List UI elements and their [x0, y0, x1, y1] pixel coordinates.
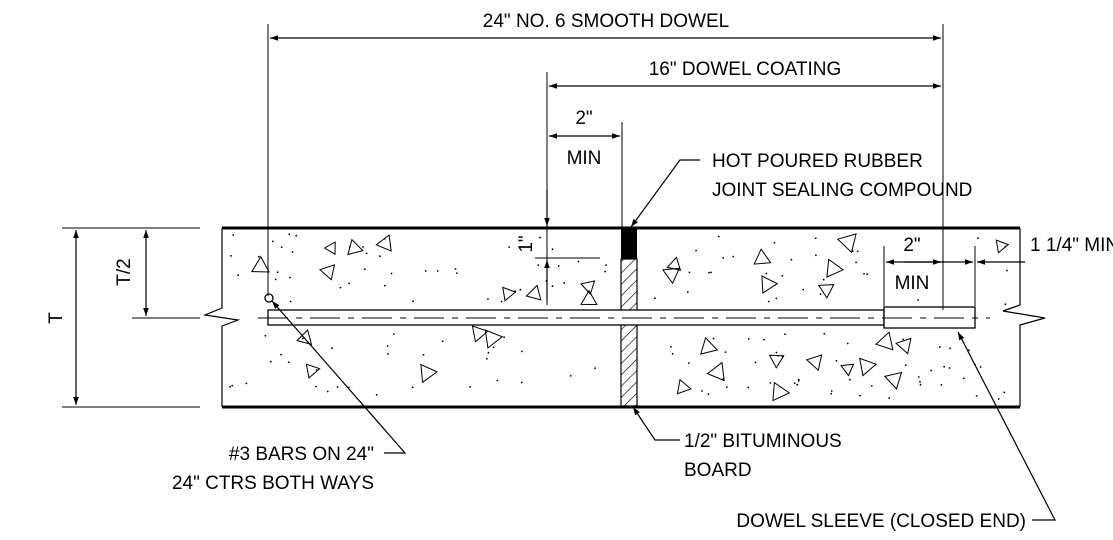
- label-sealant-line2: JOINT SEALING COMPOUND: [712, 180, 972, 201]
- label-thickness: T: [46, 312, 67, 324]
- label-bars-line1: #3 BARS ON 24": [229, 444, 374, 465]
- label-sealant-line1: HOT POURED RUBBER: [712, 151, 923, 172]
- leader-bars: [271, 300, 407, 454]
- label-board-line2: BOARD: [684, 460, 752, 481]
- bituminous-board: [620, 258, 638, 407]
- contraction-joint: [620, 229, 638, 407]
- hot-poured-sealant: [621, 229, 637, 259]
- label-bars-line2: 24" CTRS BOTH WAYS: [172, 473, 374, 494]
- label-sleeve-gap: 1 1/4" MIN: [1030, 235, 1113, 256]
- label-1in: 1": [516, 235, 537, 252]
- left-break-line: [202, 228, 241, 407]
- label-board-line1: 1/2" BITUMINOUS: [684, 431, 842, 452]
- label-dowel-length: 24" NO. 6 SMOOTH DOWEL: [483, 11, 729, 32]
- label-min-right: MIN: [895, 273, 930, 294]
- transverse-bar-section: [264, 293, 274, 303]
- label-2in-left: 2": [575, 108, 592, 129]
- label-min-left: MIN: [567, 148, 602, 169]
- right-break-line: [1002, 228, 1046, 407]
- leader-sleeve: [957, 331, 1056, 521]
- dimension-lines: [73, 35, 1025, 405]
- label-dowel-coating: 16" DOWEL COATING: [649, 59, 842, 80]
- leader-lines: [271, 159, 1056, 521]
- dowel-bar: [258, 293, 990, 329]
- label-sleeve: DOWEL SLEEVE (CLOSED END): [736, 511, 1026, 532]
- leader-bituminous-board: [632, 406, 680, 441]
- label-half-thickness: T/2: [114, 258, 135, 285]
- leader-sealant: [630, 159, 700, 228]
- label-2in-right: 2": [903, 235, 920, 256]
- labels: 24" NO. 6 SMOOTH DOWEL 16" DOWEL COATING…: [46, 11, 1113, 532]
- extension-lines: [62, 24, 976, 408]
